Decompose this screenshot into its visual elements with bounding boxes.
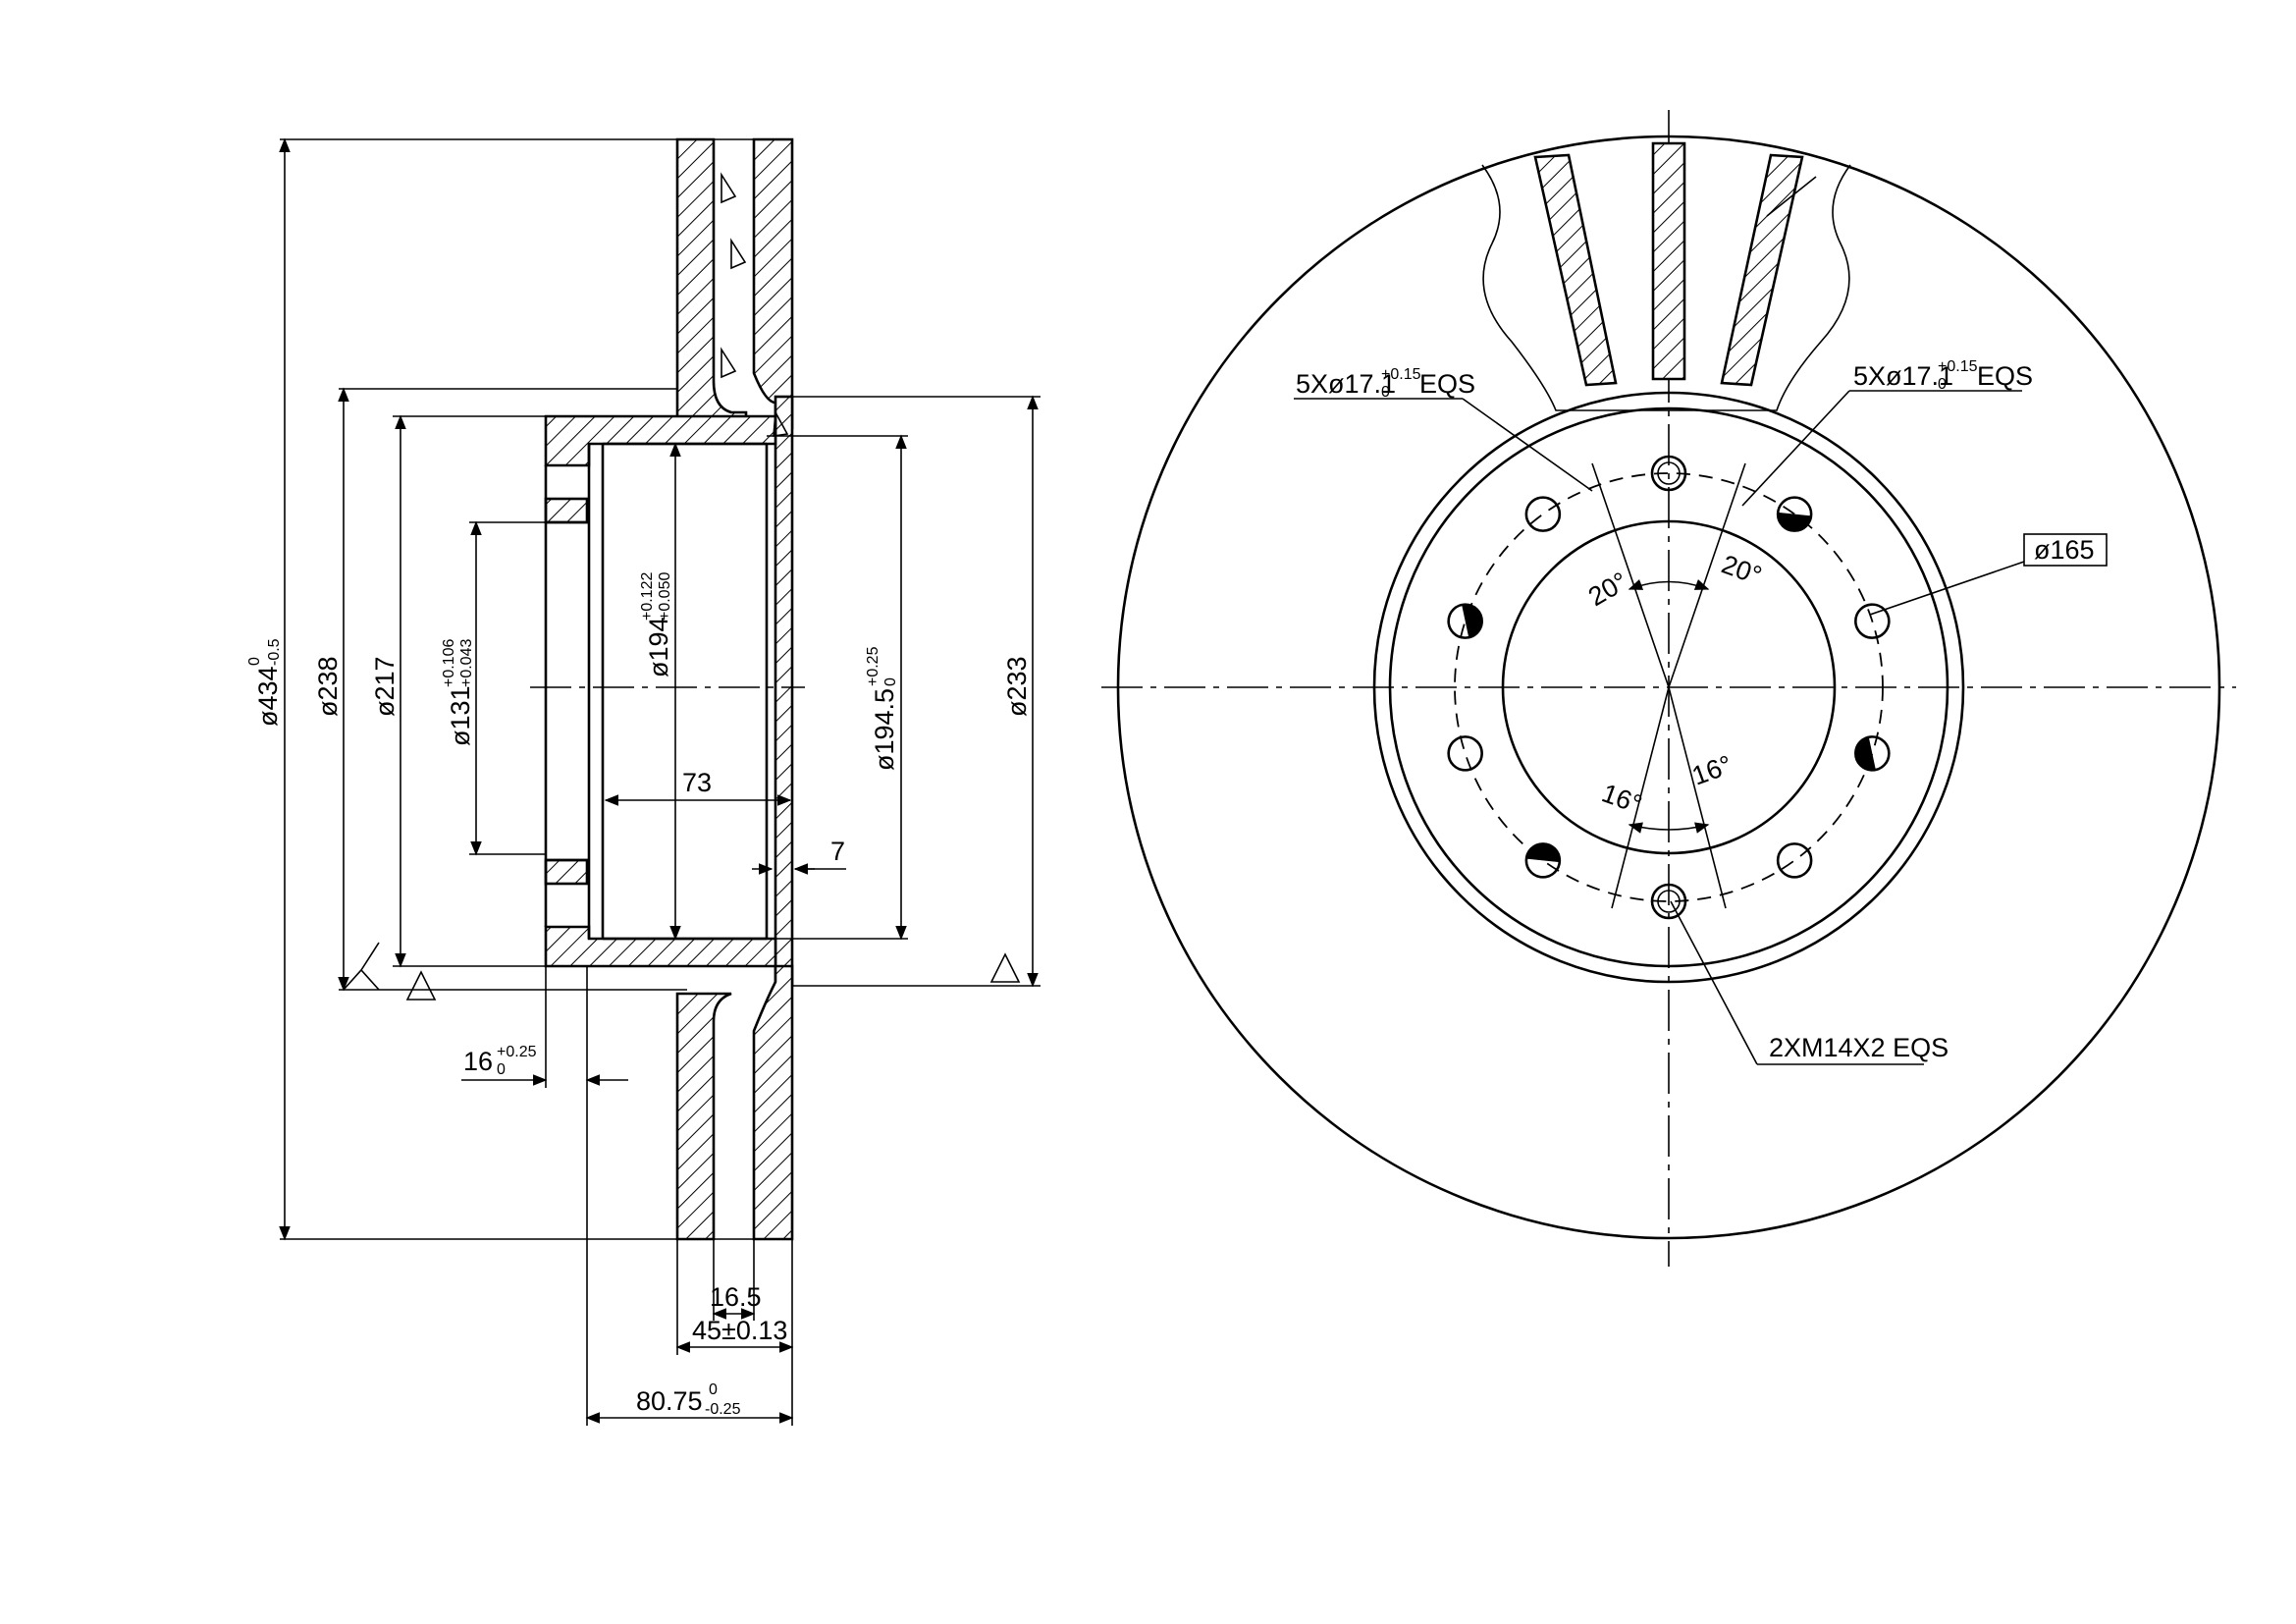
threaded-hole — [1657, 890, 1681, 913]
bolt-hole-pattern — [1447, 455, 1891, 920]
hub-flange-bottom — [544, 925, 777, 968]
bolt-hole — [1524, 496, 1562, 532]
svg-text:+0.25: +0.25 — [497, 1044, 537, 1060]
vane-left — [1533, 153, 1618, 387]
bolt-hole — [1447, 735, 1483, 772]
bolt-hole — [1650, 455, 1687, 492]
holes-left-suffix: EQS — [1419, 369, 1475, 399]
dim-len-80-75: 80.75 — [636, 1386, 703, 1416]
hole-marker — [1778, 512, 1812, 531]
dim-len-45: 45±0.13 — [692, 1316, 787, 1345]
hub-flange-top — [544, 414, 777, 467]
svg-text:+0.050: +0.050 — [657, 572, 673, 621]
angle-16-left: 16° — [1598, 778, 1646, 819]
angle-16-right: 16° — [1688, 749, 1736, 790]
disc-outer-edge — [1116, 135, 2221, 1240]
outer-friction-ring-lower — [752, 964, 794, 1241]
center-bore — [1501, 519, 1837, 855]
holes-left-note: 5Xø17.1 — [1296, 369, 1396, 399]
svg-text:0: 0 — [497, 1061, 506, 1078]
bolt-hole — [1650, 883, 1687, 920]
holes-right-suffix: EQS — [1977, 361, 2033, 391]
hole-marker — [1525, 843, 1560, 863]
vane-right — [1720, 153, 1804, 387]
angle-20-left: 20° — [1583, 567, 1632, 612]
svg-text:0: 0 — [1938, 376, 1947, 393]
section-view: ø434 0 -0.5 ø238 ø217 ø131 +0.106 +0.043… — [246, 137, 1041, 1426]
inner-friction-ring-lower — [675, 992, 732, 1241]
dim-len-16: 16 — [463, 1047, 493, 1076]
svg-text:+0.15: +0.15 — [1381, 366, 1421, 383]
svg-text:+0.043: +0.043 — [458, 639, 475, 687]
hub-boss-lower — [544, 858, 589, 886]
inner-friction-ring — [675, 137, 748, 430]
dim-dia-194: ø194 — [644, 617, 673, 677]
dim-len-73: 73 — [682, 768, 712, 797]
dim-dia-238: ø238 — [313, 656, 343, 717]
dim-dia-194-5: ø194.5 — [870, 688, 899, 771]
svg-text:0: 0 — [882, 677, 899, 686]
hole-marker — [1462, 604, 1482, 638]
bolt-hole — [1776, 842, 1813, 879]
svg-text:-0.25: -0.25 — [705, 1401, 741, 1418]
hat-outer-edge — [1388, 406, 1949, 968]
hub-boss-upper — [544, 497, 589, 524]
pcd-label: ø165 — [2034, 535, 2095, 565]
svg-text:0: 0 — [1381, 384, 1390, 401]
dim-dia-233: ø233 — [1002, 656, 1032, 717]
angle-20-right: 20° — [1718, 549, 1766, 590]
svg-text:-0.5: -0.5 — [266, 638, 283, 666]
svg-text:+0.122: +0.122 — [639, 572, 656, 621]
svg-text:0: 0 — [246, 657, 263, 666]
dim-dia-131: ø131 — [446, 685, 475, 746]
hole-marker — [1855, 736, 1876, 771]
friction-ring-inner-edge — [1372, 391, 1965, 984]
dim-dia-217: ø217 — [370, 656, 400, 717]
svg-text:+0.25: +0.25 — [865, 646, 881, 686]
outer-friction-ring — [752, 137, 794, 430]
threaded-hole — [1657, 461, 1681, 485]
dim-len-16-5: 16.5 — [710, 1282, 762, 1312]
svg-text:+0.15: +0.15 — [1938, 358, 1978, 375]
bolt-hole — [1854, 603, 1891, 639]
svg-text:+0.106: +0.106 — [441, 639, 457, 687]
thread-note: 2XM14X2 EQS — [1769, 1033, 1949, 1062]
vane-center — [1651, 141, 1686, 381]
dim-dia-outer: ø434 — [253, 666, 283, 727]
hat-wall — [774, 395, 794, 988]
dim-len-7: 7 — [830, 837, 845, 866]
pitch-circle — [1454, 472, 1884, 902]
holes-right-note: 5Xø17.1 — [1853, 361, 1953, 391]
front-view: 20° 20° 16° 16° 5Xø17.1 +0.15 0 EQS 5Xø1… — [1101, 110, 2236, 1267]
svg-text:0: 0 — [709, 1381, 718, 1398]
vane-cutaway-boundary — [1481, 164, 1851, 411]
